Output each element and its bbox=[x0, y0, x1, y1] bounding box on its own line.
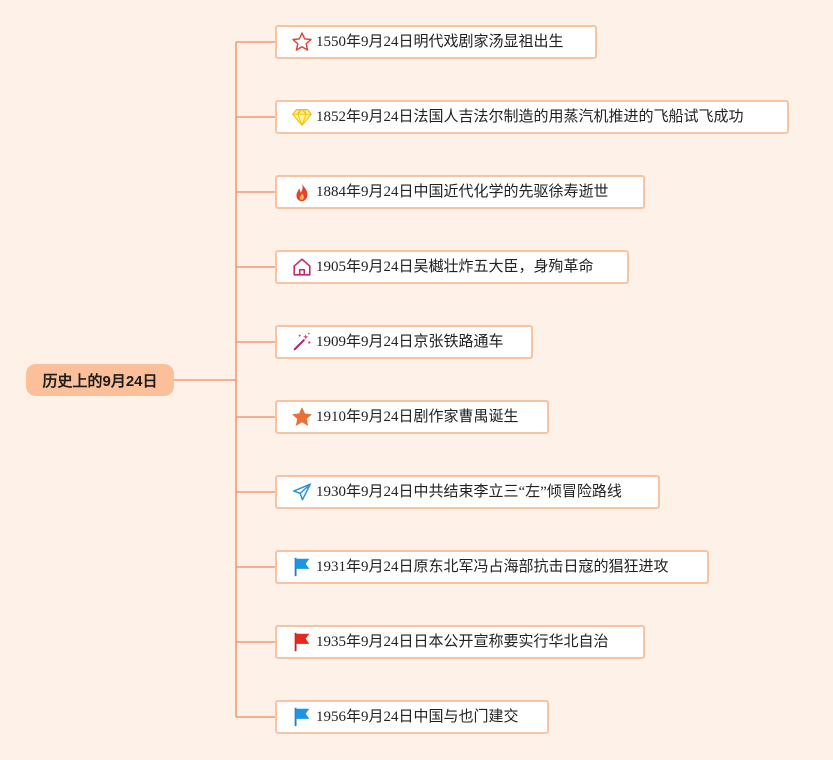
diamond-icon bbox=[291, 106, 313, 128]
event-label: 1956年9月24日中国与也门建交 bbox=[316, 708, 519, 725]
magic-wand-icon bbox=[291, 331, 313, 353]
event-label: 1930年9月24日中共结束李立三“左”倾冒险路线 bbox=[316, 483, 622, 500]
event-node-1852[interactable]: 1852年9月24日法国人吉法尔制造的用蒸汽机推进的飞船试飞成功 bbox=[275, 100, 789, 134]
event-label: 1910年9月24日剧作家曹禺诞生 bbox=[316, 408, 519, 425]
event-node-1956[interactable]: 1956年9月24日中国与也门建交 bbox=[275, 700, 549, 734]
event-node-1884[interactable]: 1884年9月24日中国近代化学的先驱徐寿逝世 bbox=[275, 175, 645, 209]
flag-blue-icon bbox=[291, 556, 313, 578]
root-topic[interactable]: 历史上的9月24日 bbox=[26, 364, 174, 396]
event-label: 1884年9月24日中国近代化学的先驱徐寿逝世 bbox=[316, 183, 609, 200]
event-node-1905[interactable]: 1905年9月24日吴樾壮炸五大臣，身殉革命 bbox=[275, 250, 629, 284]
event-label: 1909年9月24日京张铁路通车 bbox=[316, 333, 504, 350]
event-node-1930[interactable]: 1930年9月24日中共结束李立三“左”倾冒险路线 bbox=[275, 475, 660, 509]
event-node-1935[interactable]: 1935年9月24日日本公开宣称要实行华北自治 bbox=[275, 625, 645, 659]
event-label: 1550年9月24日明代戏剧家汤显祖出生 bbox=[316, 33, 564, 50]
event-label: 1935年9月24日日本公开宣称要实行华北自治 bbox=[316, 633, 609, 650]
star-outline-icon bbox=[291, 31, 313, 53]
event-label: 1852年9月24日法国人吉法尔制造的用蒸汽机推进的飞船试飞成功 bbox=[316, 108, 744, 125]
event-label: 1905年9月24日吴樾壮炸五大臣，身殉革命 bbox=[316, 258, 594, 275]
home-icon bbox=[291, 256, 313, 278]
event-node-1910[interactable]: 1910年9月24日剧作家曹禺诞生 bbox=[275, 400, 549, 434]
fire-icon bbox=[291, 181, 313, 203]
event-node-1909[interactable]: 1909年9月24日京张铁路通车 bbox=[275, 325, 533, 359]
flag-blue-icon bbox=[291, 706, 313, 728]
root-topic-label: 历史上的9月24日 bbox=[42, 372, 158, 390]
flag-red-icon bbox=[291, 631, 313, 653]
star-filled-icon bbox=[291, 406, 313, 428]
paper-plane-icon bbox=[291, 481, 313, 503]
event-node-1550[interactable]: 1550年9月24日明代戏剧家汤显祖出生 bbox=[275, 25, 597, 59]
event-label: 1931年9月24日原东北军冯占海部抗击日寇的猖狂进攻 bbox=[316, 558, 669, 575]
event-node-1931[interactable]: 1931年9月24日原东北军冯占海部抗击日寇的猖狂进攻 bbox=[275, 550, 709, 584]
